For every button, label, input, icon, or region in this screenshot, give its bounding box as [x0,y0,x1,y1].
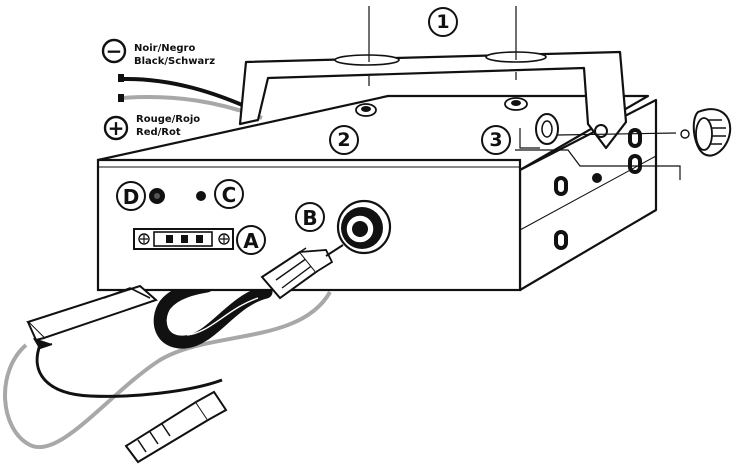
top-screw-right [504,97,528,111]
negative-wire-tip [118,74,124,82]
svg-text:B: B [302,206,317,230]
svg-text:A: A [243,229,259,253]
bracket-ear-hole [594,124,608,138]
svg-text:3: 3 [489,129,502,151]
callout-d: D [116,181,146,211]
negative-symbol: − [106,39,123,63]
antenna-connector [336,199,392,255]
mounting-knob [692,108,732,157]
minus-icon [101,38,127,64]
antenna-plug [124,390,228,464]
callout-1: 1 [428,7,458,37]
callout-a: A [236,225,266,255]
svg-text:C: C [222,183,237,207]
negative-wire-label: − Noir/Negro Black/Schwarz [101,38,215,67]
jack-c [196,191,206,201]
positive-wire-tip [118,94,124,102]
svg-text:1: 1 [436,11,449,33]
positive-symbol: + [108,116,125,140]
svg-text:D: D [123,185,140,209]
coax-cable-loop-highlight [186,297,259,336]
mounting-bracket [238,50,628,150]
callout-2: 2 [329,125,359,155]
bracket-slot-left [334,54,400,66]
positive-label-line2: Red/Rot [136,127,181,138]
side-divider [519,155,657,231]
positive-label-line1: Rouge/Rojo [136,114,200,125]
mounting-bolt [535,113,559,145]
plus-icon [103,115,129,141]
callout-c: C [214,179,244,209]
washer [680,129,690,139]
knob-guide-lines [515,128,681,180]
top-screw-left [355,103,377,117]
grey-cable [3,291,332,449]
power-plug [26,284,158,350]
power-socket [133,228,234,250]
callout-3: 3 [481,125,511,155]
negative-label-line1: Noir/Negro [134,43,195,54]
positive-wire-label: + Rouge/Rojo Red/Rot [103,114,200,141]
callout-b: B [295,202,325,232]
coax-plug [260,244,344,300]
negative-label-line2: Black/Schwarz [134,56,215,67]
thin-black-lead [35,344,223,398]
svg-text:2: 2 [337,129,350,151]
